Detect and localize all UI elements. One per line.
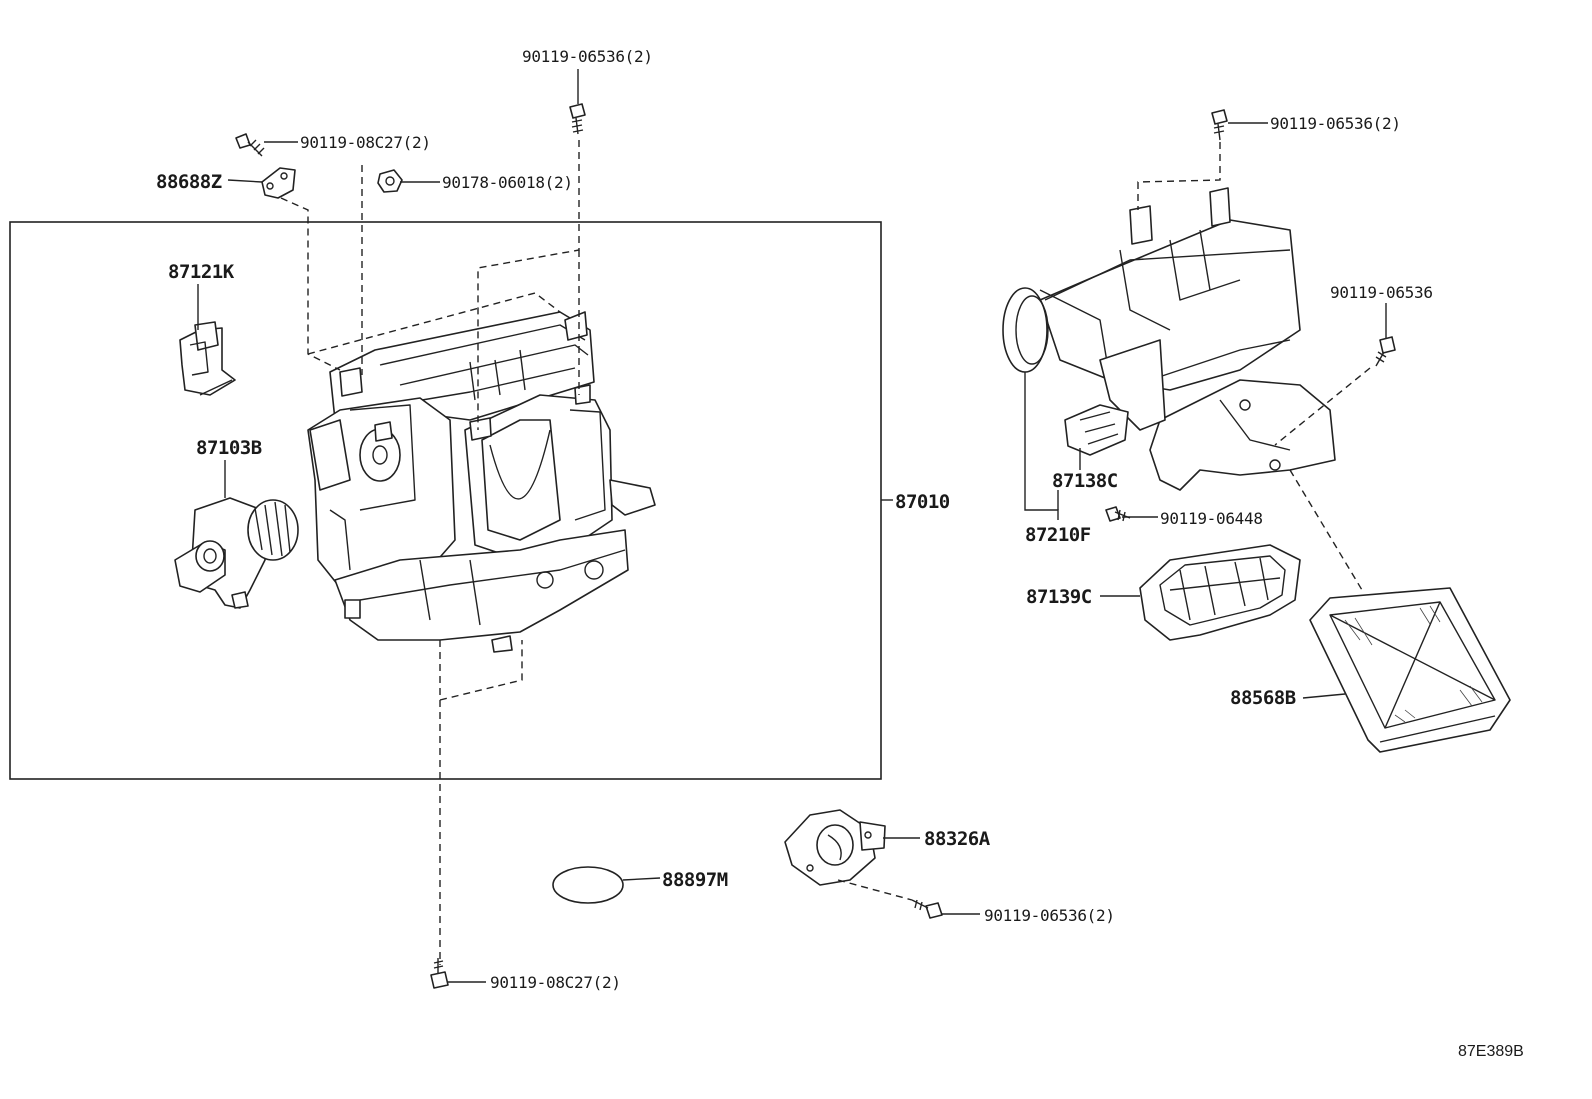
label-right-top-bolt: 90119-06536(2) <box>1270 114 1401 133</box>
bolt-icon <box>1375 336 1396 367</box>
label-bottom-bolt: 90119-08C27(2) <box>490 973 621 992</box>
label-resistor-screw: 90119-06448 <box>1160 509 1263 528</box>
label-filter: 88568B <box>1230 687 1296 709</box>
label-right-side-bolt: 90119-06536 <box>1330 283 1433 302</box>
label-gasket: 88897M <box>662 869 728 891</box>
label-blower-motor: 87103B <box>196 437 262 459</box>
label-resistor: 87138C <box>1052 470 1118 492</box>
label-bracket: 88688Z <box>156 171 222 193</box>
label-servo: 87121K <box>168 261 235 283</box>
resistor-drawing <box>1064 404 1129 456</box>
bolt-icon <box>911 899 943 919</box>
nut-icon <box>377 169 403 193</box>
blower-motor-drawing <box>174 497 299 609</box>
blower-case-drawing <box>307 311 656 653</box>
cover-drawing <box>1139 544 1301 641</box>
label-upper-left-bolt: 90119-08C27(2) <box>300 133 431 152</box>
servo-drawing <box>179 321 236 396</box>
bolt-icon <box>1105 506 1131 522</box>
bolt-icon <box>430 958 449 989</box>
dashed-guides <box>280 140 1371 965</box>
label-top-bolt: 90119-06536(2) <box>522 47 653 66</box>
label-actuator-bolt: 90119-06536(2) <box>984 906 1115 925</box>
bolt-icon <box>569 103 586 135</box>
label-nut: 90178-06018(2) <box>442 173 573 192</box>
bolt-icon <box>1211 109 1228 141</box>
label-actuator: 88326A <box>924 828 991 850</box>
diagram-code: 87E389B <box>1458 1043 1524 1060</box>
gasket-drawing <box>552 866 624 904</box>
bracket-drawing <box>261 167 296 199</box>
bolt-icon <box>235 133 265 157</box>
leader-lines <box>197 69 1387 983</box>
case-drawing <box>1002 187 1336 491</box>
filter-drawing <box>1309 587 1511 753</box>
label-unit-assembly: 87010 <box>895 491 950 513</box>
label-case: 87210F <box>1025 524 1091 546</box>
actuator-drawing <box>784 809 886 886</box>
label-cover: 87139C <box>1026 586 1092 608</box>
